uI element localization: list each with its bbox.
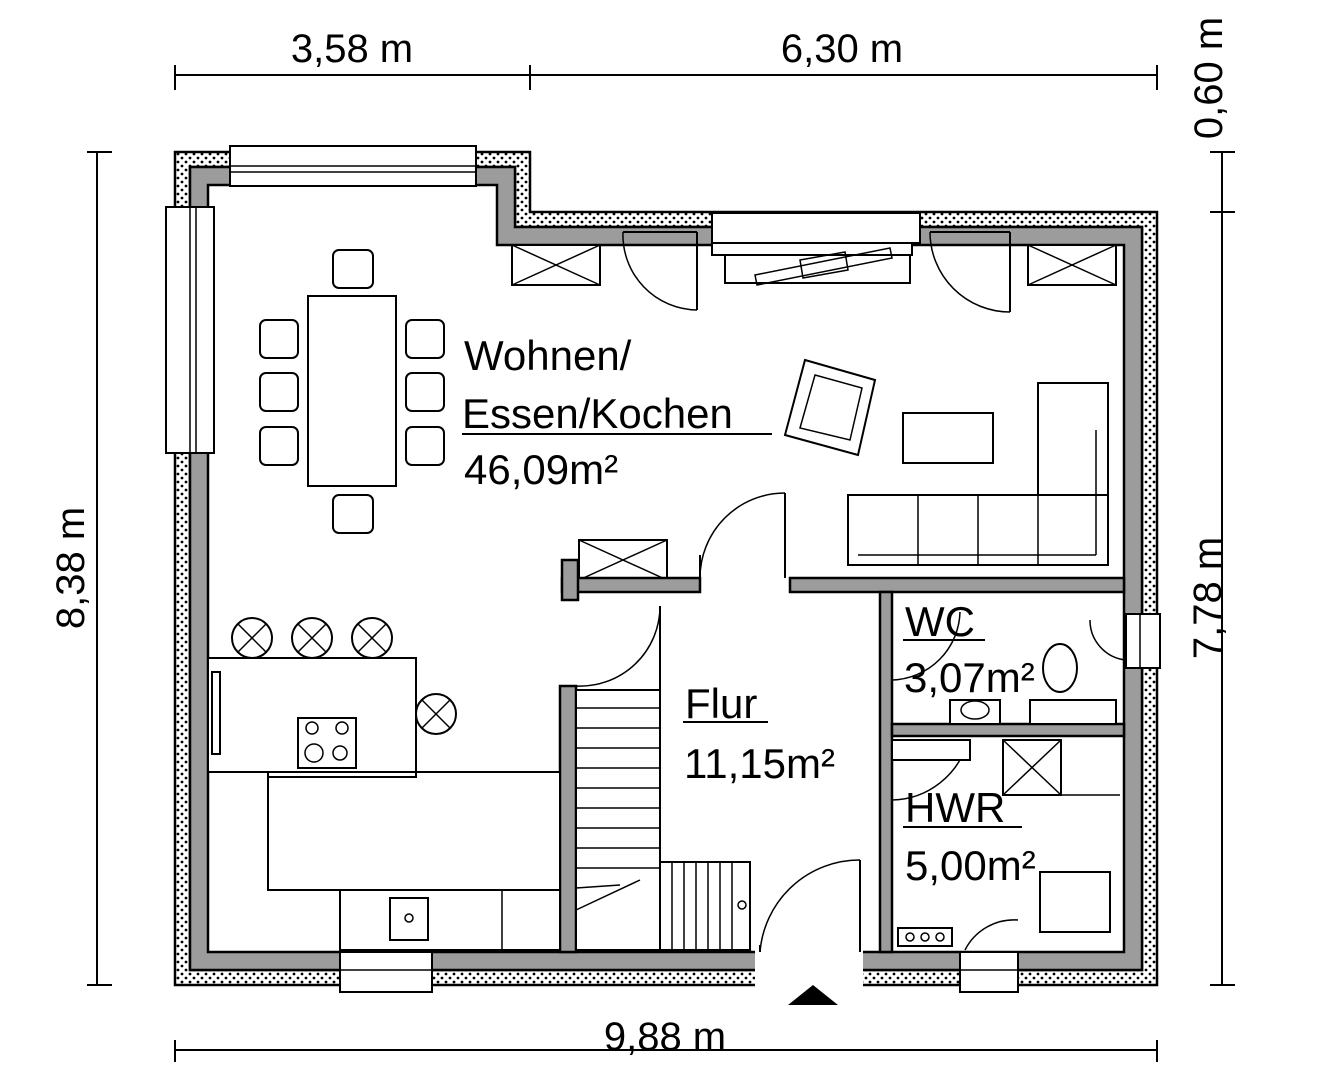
wc-area: 3,07m² (904, 654, 1035, 701)
interior-walls (558, 558, 1126, 954)
fireplace (724, 247, 911, 286)
dim-top-far-right: 0,60 m (1187, 17, 1231, 139)
entrance-arrow (788, 985, 838, 1005)
room-labels: Wohnen/ Essen/Kochen 46,09m² Flur 11,15m… (462, 332, 1036, 889)
dim-left: 8,38 m (49, 507, 93, 629)
dim-top-right: 6,30 m (781, 27, 903, 71)
exterior-walls (173, 150, 1159, 987)
dining-set (259, 249, 445, 534)
wc-name: WC (905, 598, 975, 645)
bar-stools (231, 617, 457, 735)
shafts (511, 244, 1117, 796)
wall-masonry (188, 165, 1144, 972)
staircase (575, 676, 751, 951)
hall-area: 11,15m² (684, 740, 835, 787)
living-room-area: 46,09m² (464, 446, 618, 493)
wc-fixtures (949, 643, 1117, 725)
dimension-lines (87, 65, 1235, 1062)
dim-bottom: 9,88 m (604, 1015, 726, 1059)
kitchen (207, 617, 561, 951)
living-furniture (783, 358, 1109, 566)
utility-area: 5,00m² (905, 842, 1036, 889)
entrance-gap (755, 950, 863, 990)
dim-right: 7,78 m (1186, 537, 1230, 659)
dim-top-left: 3,58 m (291, 27, 413, 71)
living-room-name-line2: Essen/Kochen (462, 390, 733, 437)
hall-name: Flur (685, 680, 757, 727)
utility-fixtures (891, 739, 1120, 947)
utility-name: HWR (905, 784, 1005, 831)
terrace-doors (622, 231, 1011, 313)
living-room-name-line1: Wohnen/ (464, 332, 632, 379)
